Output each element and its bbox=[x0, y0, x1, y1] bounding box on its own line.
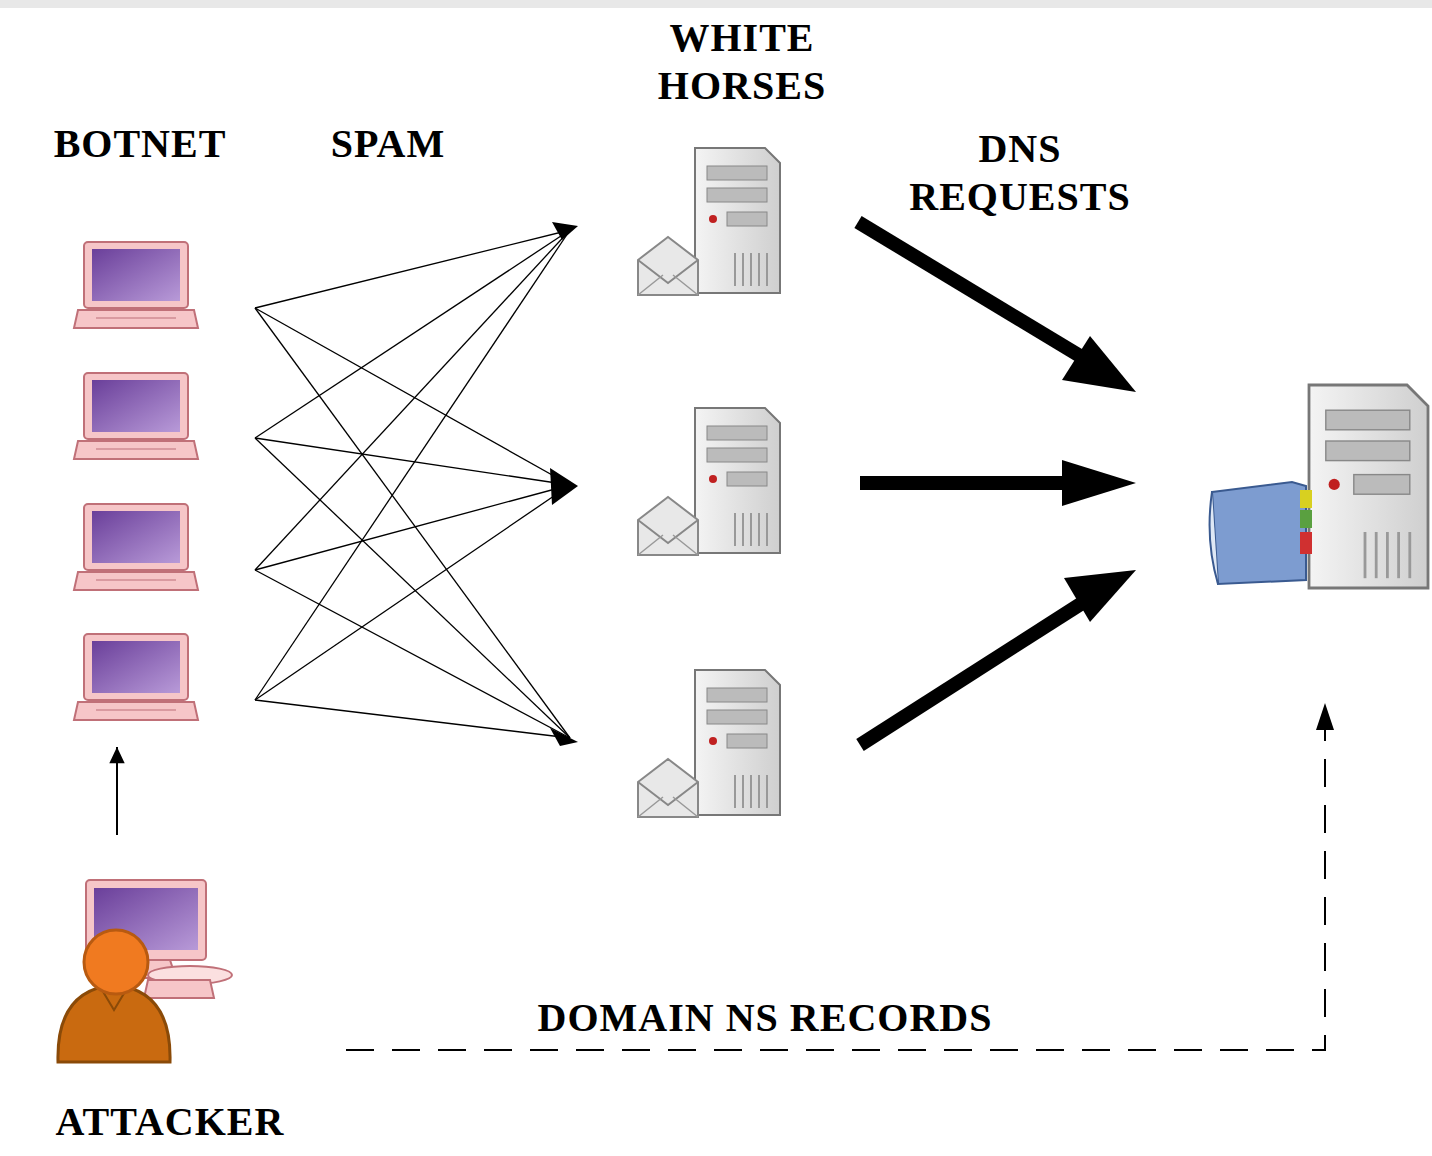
spam-wire bbox=[255, 485, 570, 700]
spam-wire bbox=[255, 485, 570, 570]
spam-wire bbox=[255, 700, 570, 738]
flow-label: SPAM bbox=[318, 120, 458, 168]
group-heading: ATTACKER bbox=[56, 1098, 285, 1146]
spam-wire bbox=[255, 230, 570, 308]
server-group: WHITE HORSES bbox=[642, 14, 842, 832]
spam-wire bbox=[255, 438, 570, 738]
spam-wire bbox=[255, 570, 570, 738]
spam-wire bbox=[255, 438, 570, 485]
command-arrow bbox=[109, 747, 124, 835]
group-heading: WHITE HORSES bbox=[642, 14, 842, 110]
attacker-node: ATTACKER bbox=[30, 835, 310, 1150]
spam-wire bbox=[255, 230, 570, 570]
spam-wire bbox=[255, 230, 570, 438]
spam-wire bbox=[255, 230, 570, 700]
top-band bbox=[0, 0, 1432, 8]
group-heading: BOTNET bbox=[54, 120, 227, 168]
spam-wire bbox=[255, 308, 570, 738]
flow-label: DNS REQUESTS bbox=[890, 125, 1150, 221]
flow-label: DOMAIN NS RECORDS bbox=[500, 994, 1030, 1042]
botnet-group: BOTNET bbox=[40, 120, 240, 745]
